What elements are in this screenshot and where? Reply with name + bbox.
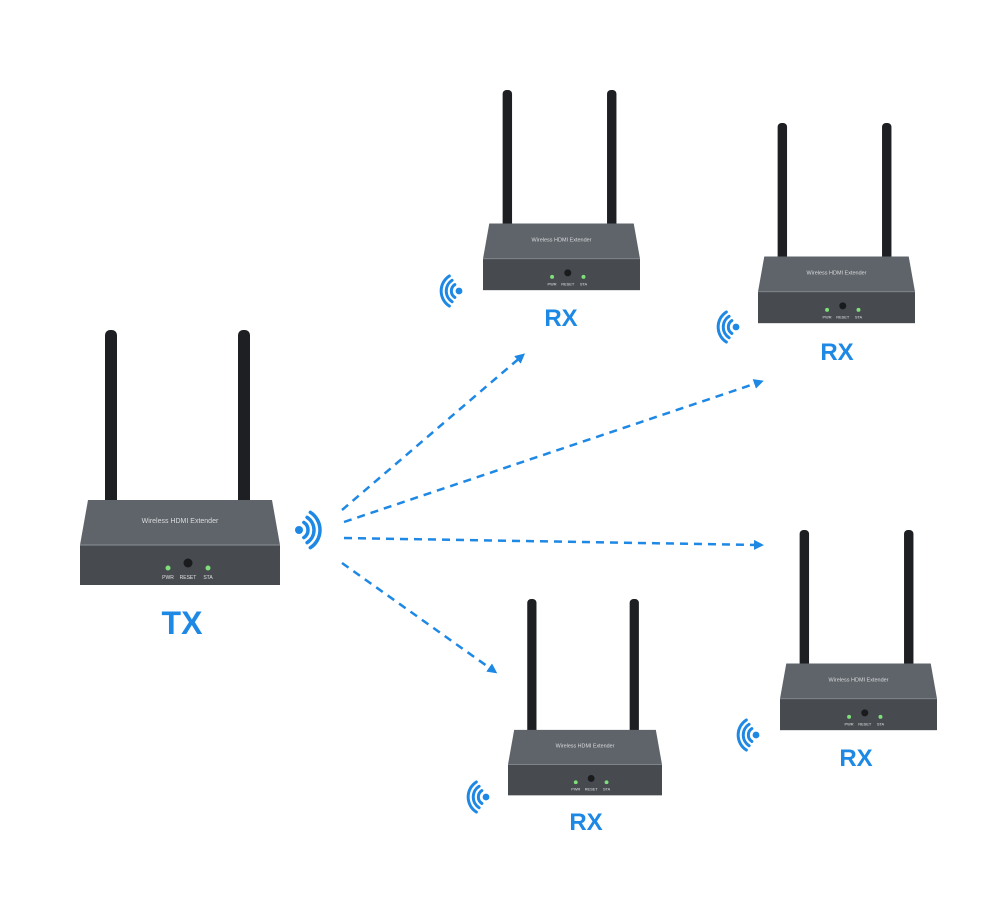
antenna: [607, 90, 617, 230]
reset-button: [183, 558, 193, 568]
reset-button: [839, 302, 847, 310]
model-text: Wireless HDMI Extender: [828, 678, 888, 684]
signal-arrows: [341, 353, 764, 674]
wifi-signal-icon-rx-3: [466, 780, 490, 814]
arrow-to-rx-3: [341, 561, 498, 674]
pwr-label: PWR: [162, 575, 174, 581]
sta-led: [581, 274, 586, 279]
sta-led: [878, 714, 883, 719]
device-front: [780, 698, 937, 731]
pwr-label: PWR: [548, 281, 557, 286]
model-text: Wireless HDMI Extender: [806, 271, 866, 277]
reset-label: RESET: [585, 788, 598, 792]
model-text: Wireless HDMI Extender: [142, 518, 219, 525]
reset-label: RESET: [180, 575, 197, 581]
device-top: [780, 663, 937, 699]
device-top: [483, 223, 640, 259]
pwr-led: [165, 565, 171, 571]
device-top: [758, 256, 915, 292]
sta-led: [205, 565, 211, 571]
wifi-signal-icon-tx: [295, 510, 322, 550]
device-top: [508, 729, 662, 765]
antenna: [502, 90, 513, 230]
device-front: [758, 291, 915, 324]
sta-label: STA: [580, 281, 588, 286]
device-front: [80, 545, 280, 585]
device-front: [483, 258, 640, 291]
pwr-label: PWR: [571, 788, 580, 792]
pwr-led: [550, 274, 555, 279]
antenna: [629, 599, 639, 737]
device-top: [80, 500, 280, 545]
antenna: [105, 330, 117, 508]
pwr-label: PWR: [845, 721, 854, 726]
antenna: [238, 330, 250, 508]
arrow-to-rx-2: [343, 379, 764, 524]
pwr-label: PWR: [823, 314, 832, 319]
arrow-to-rx-1: [341, 353, 526, 511]
reset-label: RESET: [858, 721, 872, 726]
pwr-led: [573, 780, 578, 785]
antenna: [799, 530, 810, 670]
reset-button: [861, 709, 869, 717]
arrow-to-rx-4: [343, 536, 764, 550]
model-text: Wireless HDMI Extender: [531, 238, 591, 244]
reset-label: RESET: [836, 314, 850, 319]
pwr-led: [847, 714, 852, 719]
sta-led: [604, 780, 609, 785]
rx-label-4: RX: [839, 745, 872, 772]
reset-button: [564, 269, 572, 277]
antenna: [882, 123, 892, 263]
device-front: [508, 764, 662, 796]
tx-label: TX: [162, 605, 204, 641]
antenna: [527, 599, 537, 737]
sta-label: STA: [203, 575, 213, 581]
reset-label: RESET: [561, 281, 575, 286]
rx-label-1: RX: [544, 305, 577, 332]
pwr-led: [825, 307, 830, 312]
wifi-signal-icon-rx-4: [736, 718, 760, 752]
rx-label-2: RX: [820, 339, 853, 366]
antenna: [777, 123, 788, 263]
sta-led: [856, 307, 861, 312]
reset-button: [587, 774, 595, 782]
rx-label-3: RX: [569, 809, 602, 836]
antenna: [904, 530, 914, 670]
wifi-signal-icon-rx-1: [439, 274, 463, 308]
model-text: Wireless HDMI Extender: [556, 744, 615, 750]
sta-label: STA: [603, 788, 611, 792]
wifi-signal-icon-rx-2: [716, 310, 740, 344]
sta-label: STA: [855, 314, 863, 319]
sta-label: STA: [877, 721, 885, 726]
